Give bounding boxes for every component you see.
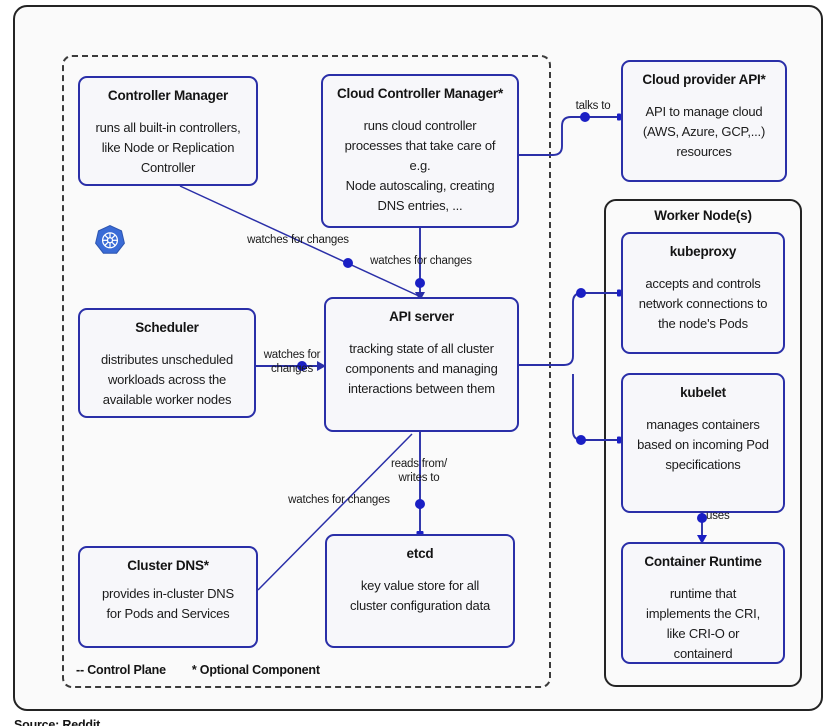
edge-label-uses: uses	[706, 510, 730, 522]
node-title: Cloud provider API*	[642, 72, 766, 87]
node-kubeproxy[interactable]: kubeproxy accepts and controls network c…	[621, 232, 785, 354]
edge-label-cloud-controller-manager-watches: watches for changes	[370, 255, 472, 267]
control-plane-region	[62, 55, 551, 688]
node-description: runs all built-in controllers, like Node…	[95, 120, 241, 175]
node-kubelet[interactable]: kubelet manages containers based on inco…	[621, 373, 785, 513]
edge-label-dns-watches: watches for changes	[288, 494, 390, 506]
node-cloud-controller-manager[interactable]: Cloud Controller Manager* runs cloud con…	[321, 74, 519, 228]
node-description: manages containers based on incoming Pod…	[637, 417, 769, 472]
node-cloud-provider-api[interactable]: Cloud provider API* API to manage cloud …	[621, 60, 787, 182]
node-scheduler[interactable]: Scheduler distributes unscheduled worklo…	[78, 308, 256, 418]
edge-label-controller-manager-watches: watches for changes	[247, 234, 349, 246]
edge-label-scheduler-watches: watches for changes	[263, 349, 321, 375]
node-container-runtime[interactable]: Container Runtime runtime that implement…	[621, 542, 785, 664]
legend-optional-component: * Optional Component	[191, 663, 320, 677]
node-description: accepts and controls network connections…	[638, 276, 768, 331]
node-title: kubelet	[680, 385, 726, 400]
node-title: Cluster DNS*	[127, 558, 209, 573]
node-title: Container Runtime	[644, 554, 762, 569]
node-description: distributes unscheduled workloads across…	[101, 352, 233, 407]
node-description: provides in-cluster DNS for Pods and Ser…	[102, 586, 234, 621]
source-note: Source: Reddit	[14, 718, 101, 726]
node-title: kubeproxy	[669, 244, 737, 259]
node-description: runtime that implements the CRI, like CR…	[646, 586, 760, 661]
node-controller-manager[interactable]: Controller Manager runs all built-in con…	[78, 76, 258, 186]
node-title: Scheduler	[135, 320, 199, 335]
node-etcd[interactable]: etcd key value store for all cluster con…	[325, 534, 515, 648]
legend-control-plane: -- Control Plane	[76, 663, 166, 677]
node-title: API server	[389, 309, 454, 324]
edge-label-reads-writes: reads from/ writes to	[391, 458, 447, 484]
node-api-server[interactable]: API server tracking state of all cluster…	[324, 297, 519, 432]
node-title: etcd	[406, 546, 434, 561]
node-description: key value store for all cluster configur…	[349, 578, 491, 613]
node-title: Controller Manager	[107, 88, 229, 103]
node-description: runs cloud controller processes that tak…	[344, 118, 496, 213]
edge-label-talks-to: talks to	[575, 100, 611, 112]
node-description: API to manage cloud (AWS, Azure, GCP,...…	[642, 104, 766, 159]
node-cluster-dns[interactable]: Cluster DNS* provides in-cluster DNS for…	[78, 546, 258, 648]
node-title: Cloud Controller Manager*	[336, 86, 503, 101]
worker-node-title: Worker Node(s)	[654, 208, 752, 223]
kubernetes-logo-icon	[95, 225, 125, 254]
node-description: tracking state of all cluster components…	[345, 341, 498, 396]
legend: -- Control Plane * Optional Component	[76, 663, 320, 677]
